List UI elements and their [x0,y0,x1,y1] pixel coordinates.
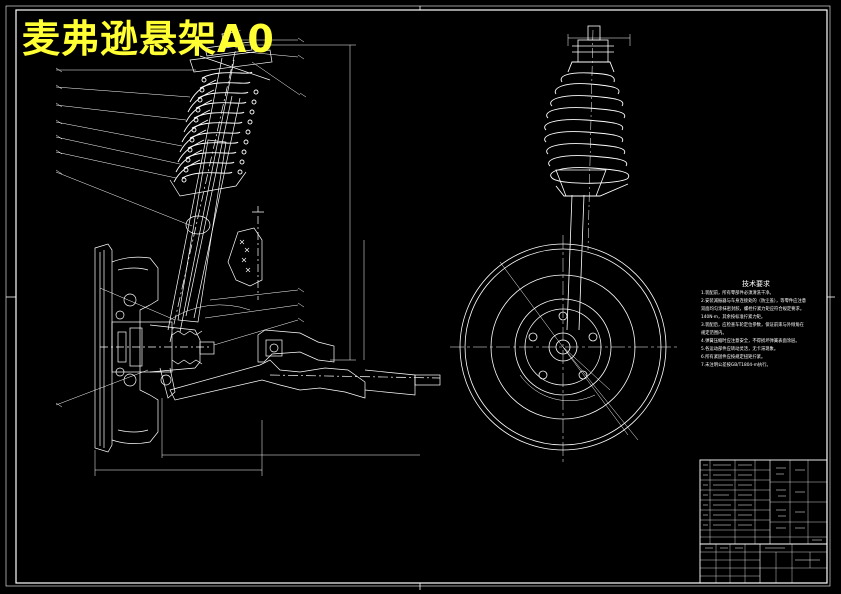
tech-requirement-line: 3.装配后，应检查车轮定位参数，保证前束与外倾角在 [701,323,804,328]
tech-requirement-line: 140N·m，其余按标准拧紧力矩。 [701,315,766,320]
drawing-border-inner [15,9,828,584]
bushing-detail-inset [227,206,264,300]
drawing-title: 麦弗逊悬架A0 [22,17,275,61]
tech-requirement-line: 双面均匀涂抹密封胶，螺栓拧紧力矩应符合规定要求。 [701,307,805,312]
drawing-border-outer [5,5,831,587]
tech-requirement-line: 4.弹簧压缩时应注意安全，不得损坏弹簧表面涂层。 [701,339,800,344]
lower-control-arm [169,329,441,401]
part-leader-lines [55,39,301,406]
top-mount-side-view [567,25,631,63]
tech-requirement-line: 2.安装减振器与车身连接处的（防尘盖），等零件应注意 [701,299,807,304]
lower-spring-seat [169,171,247,197]
part-balloon-ticks [55,37,307,408]
tech-requirements-heading: 技术要求 [742,280,770,288]
tech-requirement-line: 5.各运动部件应转动灵活，无卡滞现象。 [701,347,779,352]
tech-requirement-line: 1.装配前，所有零部件必须清洗干净。 [701,291,774,296]
suspension-side-view [450,25,680,462]
top-mount [189,31,273,81]
strut-side-view [555,29,607,331]
wheel-side-view [450,235,680,462]
suspension-front-view [55,29,441,476]
coil-spring [173,71,259,183]
wheel-rim-section [94,243,159,453]
tech-requirement-line: 6.所有紧固件应按规定扭矩拧紧。 [701,355,766,360]
tech-requirement-line: 7.未注明公差按GB/T1804-m执行。 [701,363,771,368]
spring-bellows-side-view [544,61,630,197]
hub-knuckle [100,321,215,399]
dimension-lines [94,44,420,476]
title-block [699,459,828,584]
tech-requirement-line: 规定范围内。 [701,331,727,336]
